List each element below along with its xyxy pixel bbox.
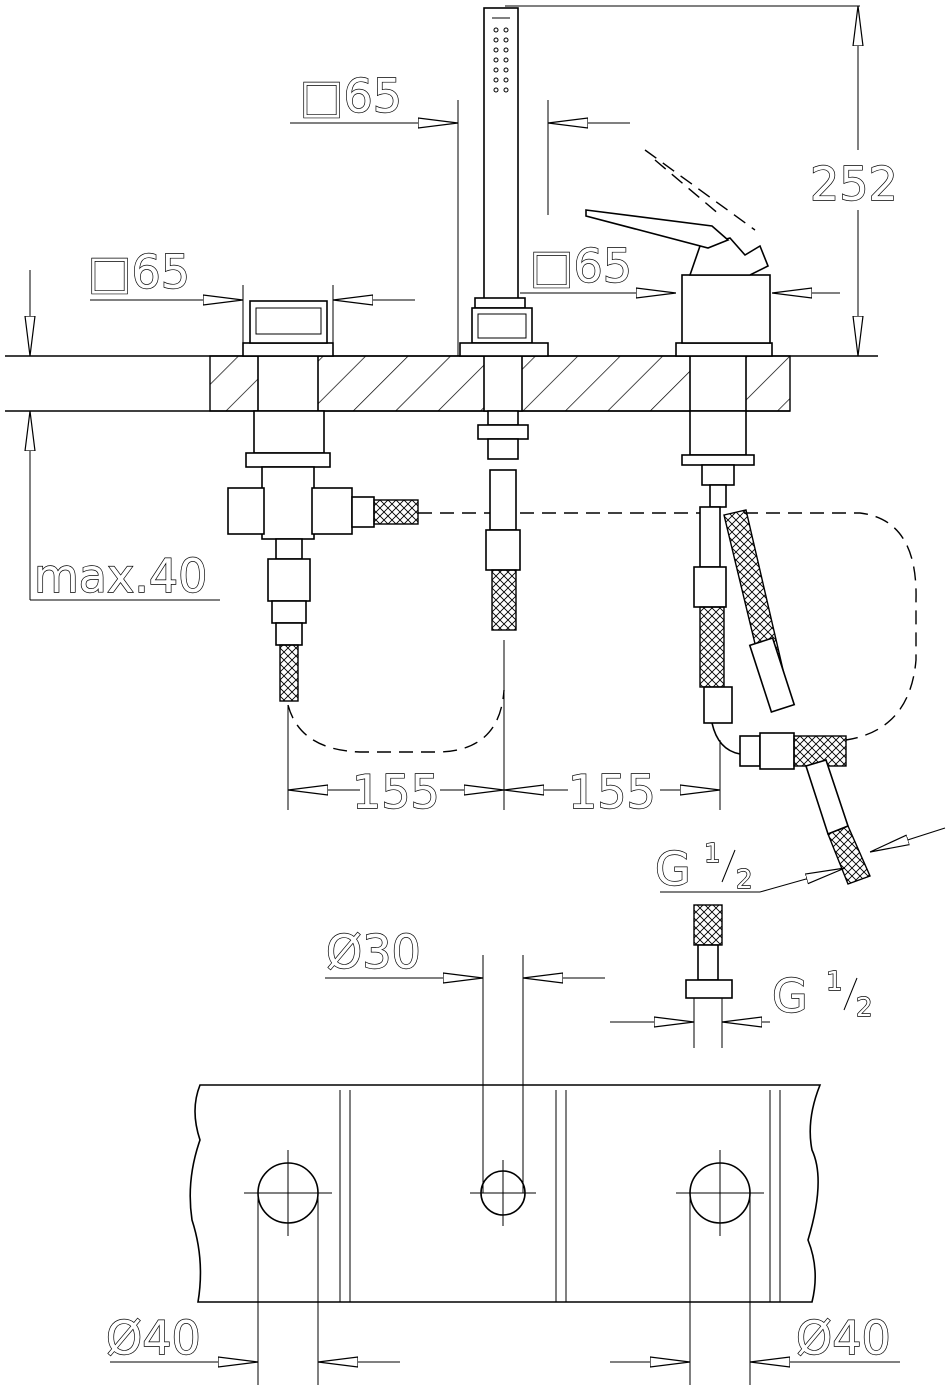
dim-thread-inlet-den: 2 <box>856 993 873 1023</box>
dim-thread-outlet-num: 1 <box>704 839 721 869</box>
side-view-dimension-lines <box>30 5 946 893</box>
dim-thread-inlet-num: 1 <box>826 967 843 997</box>
dim-hole-left: Ø40 <box>106 1311 201 1365</box>
dim-thread-outlet-den: 2 <box>736 865 753 895</box>
hole-left <box>244 1150 332 1385</box>
dim-thread-outlet-g: G <box>655 842 691 896</box>
right-mixer-body <box>585 149 871 885</box>
dim-spacing-left: 155 <box>352 765 440 819</box>
handshower-spray-holes <box>493 27 509 93</box>
side-view: □65 252 □65 □65 max.40 155 155 G 1 2 <box>5 5 946 897</box>
deck-section <box>5 355 878 412</box>
inlet-detail: G 1 2 <box>610 904 873 1048</box>
handshower <box>459 7 549 631</box>
dim-thread-inlet-g: G <box>772 969 808 1023</box>
dim-deck-thickness: max.40 <box>34 549 207 603</box>
plan-view-dimension-lines <box>110 978 900 1362</box>
dim-hole-middle: Ø30 <box>326 925 421 979</box>
dim-height: 252 <box>810 157 898 211</box>
plan-view: Ø30 Ø40 Ø40 <box>105 924 900 1385</box>
hose-connection-lines <box>287 512 917 753</box>
hole-middle <box>470 955 536 1226</box>
dim-square-right-body: □65 <box>530 239 632 293</box>
dim-thread-inlet: G 1 2 <box>771 966 873 1023</box>
dim-spacing-right: 155 <box>568 765 656 819</box>
dim-hole-right: Ø40 <box>796 1311 891 1365</box>
dim-square-left-body: □65 <box>88 245 190 299</box>
dim-thread-outlet: G 1 2 <box>654 838 753 896</box>
left-valve-body <box>227 300 419 702</box>
hole-right <box>676 1150 764 1385</box>
dim-square-handshower: □65 <box>300 69 402 123</box>
